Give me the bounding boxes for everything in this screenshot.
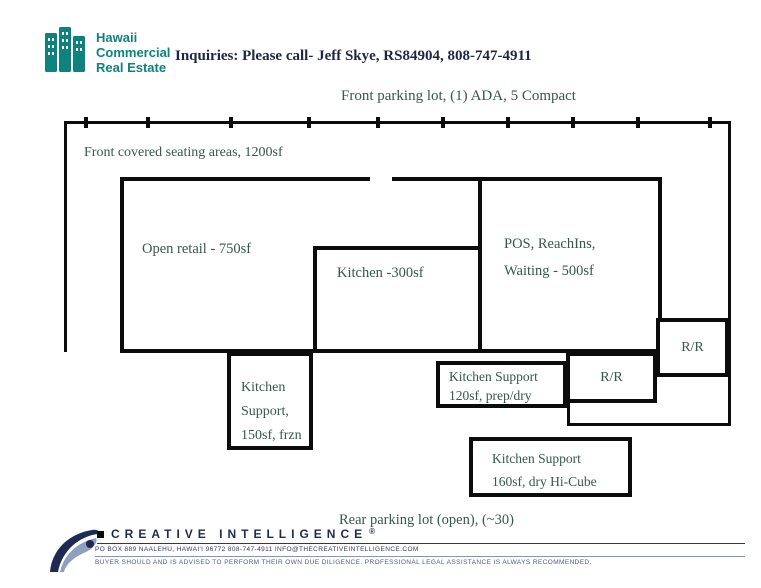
column-tick xyxy=(708,117,712,128)
column-tick xyxy=(636,117,640,128)
column-tick xyxy=(84,117,88,128)
restroom-right-label: R/R xyxy=(681,339,704,355)
prep-line-1: Kitchen Support xyxy=(449,369,538,384)
restroom-left: R/R xyxy=(566,352,657,403)
frzn-line-2: Support, xyxy=(241,404,289,419)
wall-outer-step xyxy=(567,400,570,426)
wall-building-top-left xyxy=(120,177,370,181)
logo-line-2: Commercial xyxy=(96,45,171,60)
footer-divider-top xyxy=(97,543,745,544)
hcre-logo-text: Hawaii Commercial Real Estate xyxy=(96,30,170,75)
wall-kitchen-top xyxy=(313,246,482,250)
column-tick xyxy=(307,117,311,128)
front-seating-label: Front covered seating areas, 1200sf xyxy=(84,145,283,160)
column-tick xyxy=(441,117,445,128)
column-tick xyxy=(376,117,380,128)
hicube-line-2: 160sf, dry Hi-Cube xyxy=(492,474,597,489)
open-retail-label: Open retail - 750sf xyxy=(142,241,252,257)
registered-mark: ® xyxy=(369,527,376,536)
brand-bullet-icon xyxy=(97,530,104,538)
rear-parking-label: Rear parking lot (open), (~30) xyxy=(339,512,514,528)
restroom-left-label: R/R xyxy=(600,369,623,385)
wall-outer-bottom-right xyxy=(567,423,731,426)
pos-label-line-2: Waiting - 500sf xyxy=(504,263,594,279)
column-tick xyxy=(506,117,510,128)
creative-intelligence-logo-icon xyxy=(46,522,102,578)
wall-building-right xyxy=(658,177,662,353)
column-tick xyxy=(229,117,233,128)
footer-address: PO BOX 889 NAALEHU, HAWAI'I 96772 808-74… xyxy=(95,546,419,553)
hicube-line-1: Kitchen Support xyxy=(492,451,581,466)
logo-line-1: Hawaii xyxy=(96,30,138,45)
wall-outer-right xyxy=(728,121,731,426)
front-parking-label: Front parking lot, (1) ADA, 5 Compact xyxy=(341,88,576,104)
inquiries-line: Inquiries: Please call- Jeff Skye, RS849… xyxy=(175,48,532,64)
frzn-line-1: Kitchen xyxy=(241,380,286,395)
column-tick xyxy=(146,117,150,128)
pos-label-line-1: POS, ReachIns, xyxy=(504,236,596,252)
wall-kitchen-left xyxy=(313,246,317,353)
pos-room-label: POS, ReachIns, Waiting - 500sf xyxy=(504,231,595,285)
wall-building-left xyxy=(120,177,124,353)
kitchen-support-frzn-room: Kitchen Support, 150sf, frzn xyxy=(227,352,313,450)
prep-line-2: 120sf, prep/dry xyxy=(449,388,532,403)
creative-intelligence-wordmark: CREATIVE INTELLIGENCE ® xyxy=(97,527,375,541)
footer-divider-bottom xyxy=(95,556,745,557)
hcre-buildings-icon xyxy=(44,26,90,76)
footer-disclaimer: BUYER SHOULD AND IS ADVISED TO PERFORM T… xyxy=(95,559,592,566)
frzn-line-3: 150sf, frzn xyxy=(241,428,302,443)
restroom-right: R/R xyxy=(656,318,729,377)
kitchen-support-hicube-room: Kitchen Support 160sf, dry Hi-Cube xyxy=(469,437,632,497)
logo-line-3: Real Estate xyxy=(96,60,167,75)
column-tick xyxy=(571,117,575,128)
wall-outer-left xyxy=(64,121,67,352)
kitchen-support-prep-room: Kitchen Support 120sf, prep/dry xyxy=(436,361,567,408)
wall-outer-top xyxy=(64,121,731,124)
wall-pos-divider xyxy=(478,177,482,353)
kitchen-label: Kitchen -300sf xyxy=(337,265,424,281)
wall-building-top-right xyxy=(392,177,662,181)
wall-building-bottom xyxy=(120,349,662,353)
brand-name: CREATIVE INTELLIGENCE xyxy=(111,527,368,541)
